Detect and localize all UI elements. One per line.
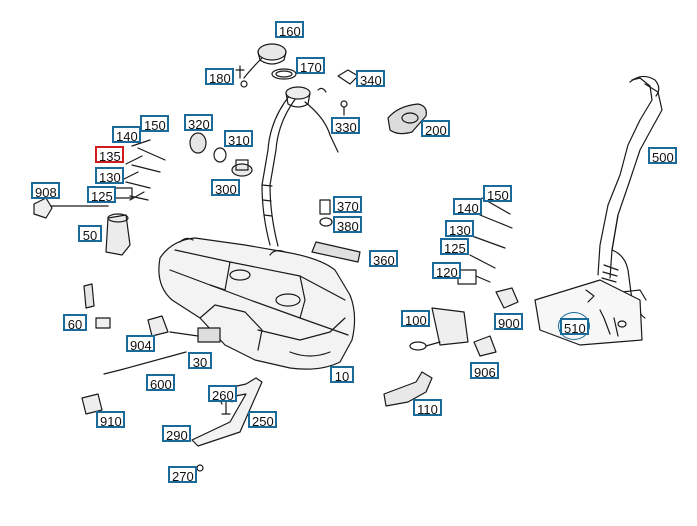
callout-135-selected[interactable]: 135 bbox=[95, 146, 124, 164]
callout-900[interactable]: 900 bbox=[494, 313, 523, 331]
ring-310-part bbox=[213, 147, 227, 163]
callout-300[interactable]: 300 bbox=[211, 179, 240, 197]
filler-plate-part bbox=[534, 279, 643, 346]
bracket-904-part bbox=[147, 315, 169, 337]
callout-600[interactable]: 600 bbox=[146, 374, 175, 392]
callout-908[interactable]: 908 bbox=[31, 182, 60, 200]
callout-310[interactable]: 310 bbox=[224, 130, 253, 148]
vent-line-part bbox=[261, 94, 339, 247]
bracket-906-part bbox=[473, 335, 497, 357]
callout-906[interactable]: 906 bbox=[470, 362, 499, 380]
filler-neck-part bbox=[597, 75, 663, 319]
cover-200-part bbox=[387, 103, 427, 135]
callout-150-left[interactable]: 150 bbox=[140, 115, 169, 133]
callout-120[interactable]: 120 bbox=[432, 262, 461, 280]
valve-30-part bbox=[103, 327, 221, 375]
callout-380[interactable]: 380 bbox=[333, 216, 362, 234]
pin-180-part bbox=[235, 65, 245, 79]
clip-60-part bbox=[95, 317, 111, 329]
bracket-910-part bbox=[81, 393, 103, 415]
callout-910[interactable]: 910 bbox=[96, 411, 125, 429]
highlight-circle-510 bbox=[558, 312, 590, 340]
callout-360[interactable]: 360 bbox=[369, 250, 398, 268]
callout-140-left[interactable]: 140 bbox=[112, 126, 141, 144]
callout-330[interactable]: 330 bbox=[331, 117, 360, 135]
callout-125-right[interactable]: 125 bbox=[440, 238, 469, 256]
callout-130-left[interactable]: 130 bbox=[95, 167, 124, 185]
callout-140-right[interactable]: 140 bbox=[453, 198, 482, 216]
nut-270-part bbox=[196, 464, 204, 472]
callout-340[interactable]: 340 bbox=[356, 70, 385, 88]
callout-320[interactable]: 320 bbox=[184, 114, 213, 132]
callout-270[interactable]: 270 bbox=[168, 466, 197, 484]
callout-100[interactable]: 100 bbox=[401, 310, 430, 328]
tube-510-part bbox=[585, 289, 627, 337]
callout-110[interactable]: 110 bbox=[413, 399, 442, 417]
pump-module-50-part bbox=[47, 139, 166, 256]
callout-160[interactable]: 160 bbox=[275, 21, 304, 39]
fuel-cap-part bbox=[243, 43, 297, 80]
clip-370-part bbox=[319, 199, 331, 215]
bracket-340-part bbox=[337, 69, 359, 85]
callout-30[interactable]: 30 bbox=[188, 352, 212, 370]
tank-neck-part bbox=[285, 86, 348, 116]
callout-170[interactable]: 170 bbox=[296, 57, 325, 75]
callout-10[interactable]: 10 bbox=[330, 366, 354, 384]
bracket-900-part bbox=[495, 287, 519, 309]
callout-130-right[interactable]: 130 bbox=[445, 220, 474, 238]
fuel-tank-part bbox=[158, 237, 356, 370]
sensor-60-part bbox=[83, 283, 95, 309]
callout-180[interactable]: 180 bbox=[205, 68, 234, 86]
bracket-908-part bbox=[33, 197, 53, 219]
callout-260[interactable]: 260 bbox=[208, 385, 237, 403]
flange-320-part bbox=[189, 132, 207, 154]
callout-370[interactable]: 370 bbox=[333, 196, 362, 214]
callout-50[interactable]: 50 bbox=[78, 225, 102, 243]
callout-250[interactable]: 250 bbox=[248, 411, 277, 429]
pump-module-right-part bbox=[409, 197, 513, 351]
pad-360-part bbox=[311, 241, 361, 263]
callout-290[interactable]: 290 bbox=[162, 425, 191, 443]
callout-904[interactable]: 904 bbox=[126, 335, 155, 353]
callout-150-right[interactable]: 150 bbox=[483, 185, 512, 203]
hose-110-part bbox=[383, 371, 433, 407]
hook-180-part bbox=[240, 80, 248, 88]
callout-200[interactable]: 200 bbox=[421, 120, 450, 138]
callout-125-left[interactable]: 125 bbox=[87, 186, 116, 204]
callout-60[interactable]: 60 bbox=[63, 314, 87, 332]
callout-500[interactable]: 500 bbox=[648, 147, 677, 165]
callout-510[interactable]: 510 bbox=[560, 318, 589, 336]
sender-300-part bbox=[231, 159, 253, 177]
ring-380-part bbox=[319, 217, 333, 227]
